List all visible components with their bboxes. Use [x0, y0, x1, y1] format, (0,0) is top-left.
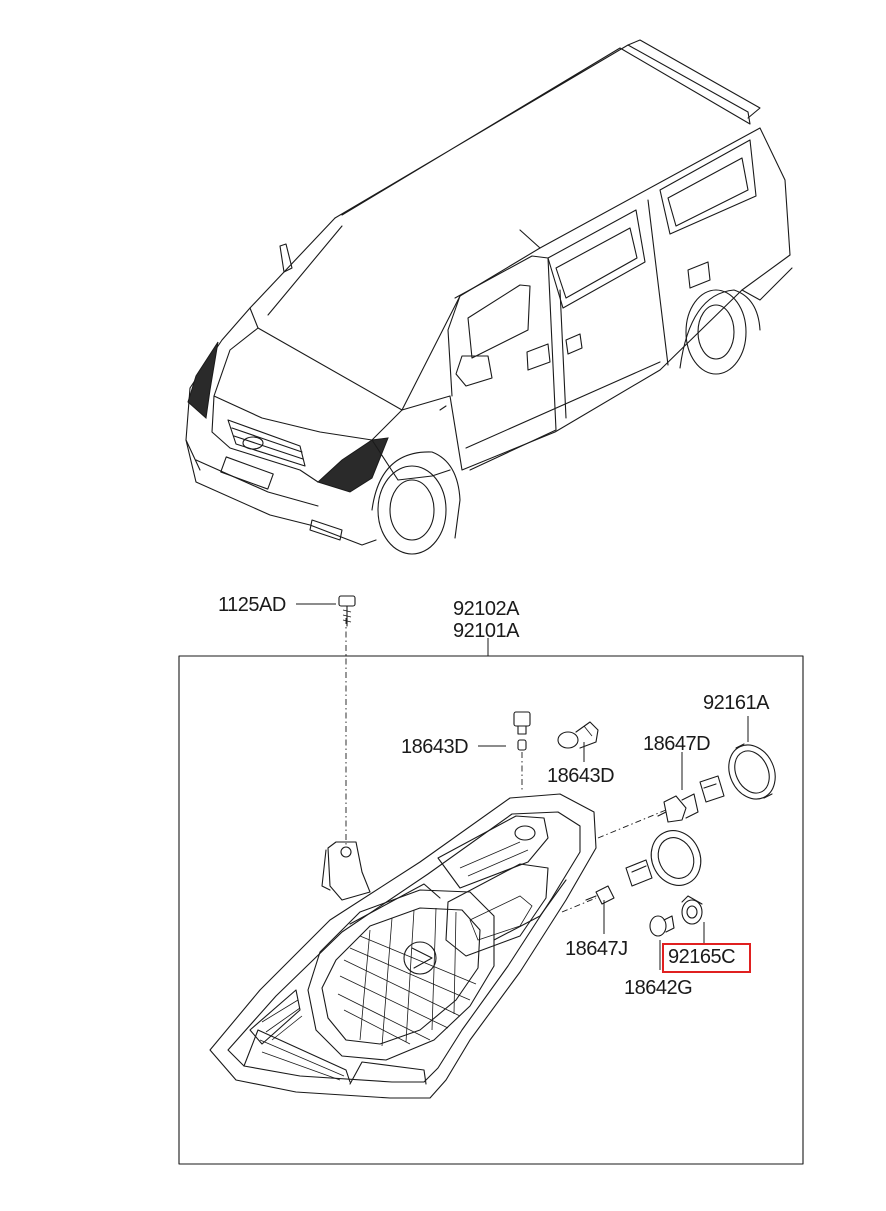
- cap-ring: [642, 822, 709, 893]
- bolt-1125AD: [339, 596, 355, 626]
- part-label-92161A: 92161A: [703, 692, 769, 714]
- assembly-frame: [179, 656, 803, 1164]
- part-label-1125AD: 1125AD: [218, 594, 286, 616]
- part-label-18643D-left: 18643D: [401, 736, 469, 758]
- highlight-box-92165C: [662, 943, 751, 973]
- dust-cap-92161A: [720, 737, 784, 806]
- socket-92165C: [682, 896, 702, 924]
- part-label-92102A: 92102A: [453, 598, 519, 620]
- van-illustration: [186, 40, 792, 554]
- part-label-92101A: 92101A: [453, 620, 519, 642]
- headlamp-assembly: [210, 794, 596, 1098]
- part-label-18642G: 18642G: [624, 977, 693, 999]
- part-label-18647D: 18647D: [643, 733, 711, 755]
- connector-socket: [626, 860, 652, 886]
- bulb-18647J: [586, 886, 614, 904]
- part-label-18643D-right: 18643D: [547, 765, 615, 787]
- bulb-18642G: [650, 916, 674, 936]
- bulb-18647D: [658, 794, 698, 822]
- part-label-92165C[interactable]: 92165C: [668, 946, 736, 968]
- bulb-18643D-b: [558, 722, 598, 748]
- part-label-18647J: 18647J: [565, 938, 628, 960]
- connector-plug: [700, 776, 724, 802]
- bulb-18643D-a: [514, 712, 530, 750]
